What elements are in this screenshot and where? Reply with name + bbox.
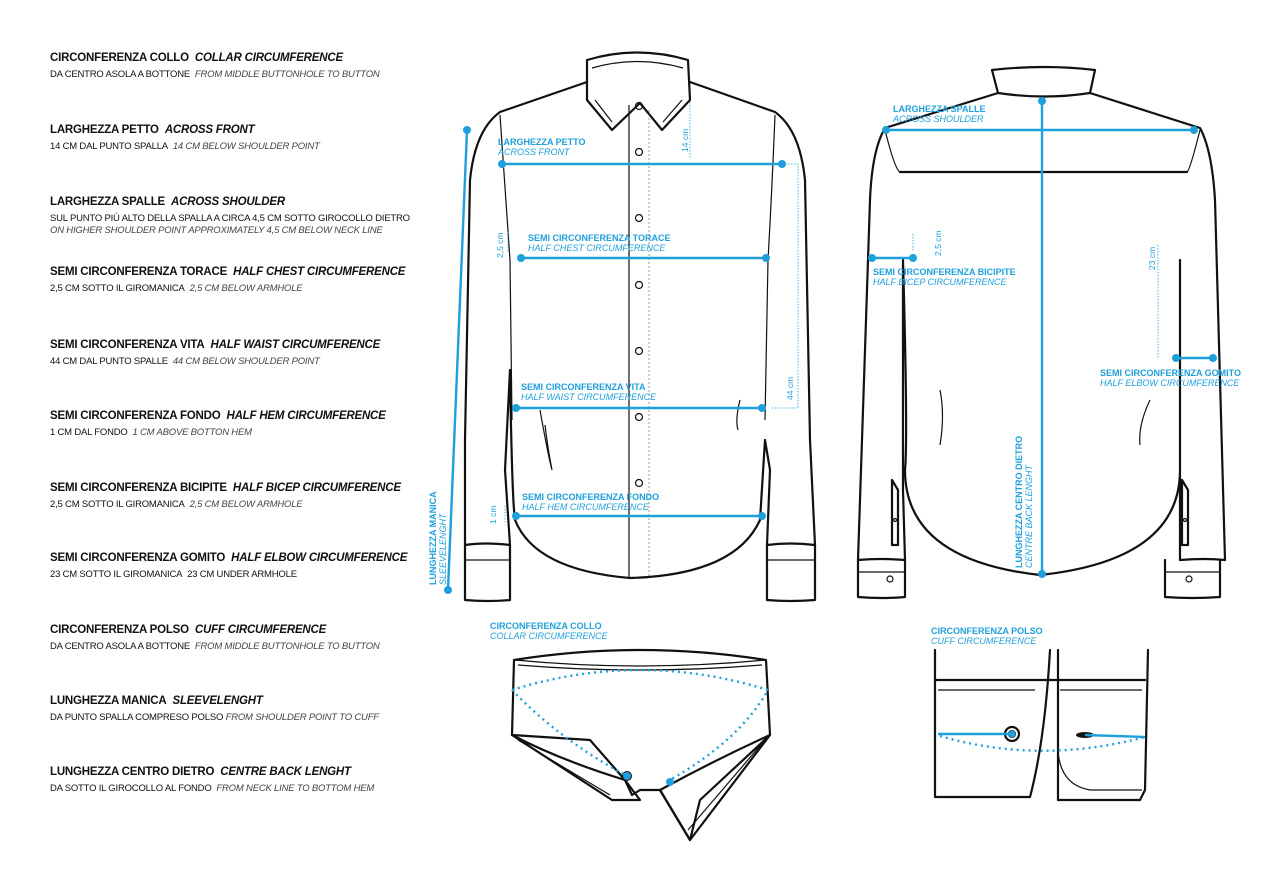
legend-title-en: HALF ELBOW CIRCUMFERENCE <box>231 552 408 564</box>
legend-half-chest: SEMI CIRCONFERENZA TORACE HALF CHEST CIR… <box>50 266 430 294</box>
legend-centre-back: LUNGHEZZA CENTRO DIETRO CENTRE BACK LENG… <box>50 766 430 794</box>
legend-across-shoulder: LARGHEZZA SPALLE ACROSS SHOULDER SUL PUN… <box>50 196 430 236</box>
legend-desc-en: 14 CM BELOW SHOULDER POINT <box>172 141 320 152</box>
label-cuff-en: CUFF CIRCUMFERENCE <box>931 636 1037 646</box>
front-measure-lines <box>444 102 799 594</box>
legend-title-it: LARGHEZZA SPALLE <box>50 196 165 208</box>
legend-desc-en: 2,5 CM BELOW ARMHOLE <box>189 499 303 510</box>
label-across-front-en: ACROSS FRONT <box>497 147 571 157</box>
legend-desc-en: 23 CM UNDER ARMHOLE <box>187 569 297 580</box>
label-sleeve-length-en: SLEEVELENGHT <box>438 512 448 585</box>
legend-title-en: CENTRE BACK LENGHT <box>220 766 351 778</box>
legend-desc-en: FROM SHOULDER POINT TO CUFF <box>225 712 379 723</box>
label-across-shoulder-it: LARGHEZZA SPALLE <box>893 104 986 114</box>
legend-desc-en: 2,5 CM BELOW ARMHOLE <box>189 283 303 294</box>
legend-title-en: COLLAR CIRCUMFERENCE <box>194 52 343 64</box>
legend-desc-en: 1 CM ABOVE BOTTON HEM <box>132 427 253 438</box>
label-across-shoulder-en: ACROSS SHOULDER <box>892 114 984 124</box>
legend-collar: CIRCONFERENZA COLLO COLLAR CIRCUMFERENCE… <box>50 52 430 80</box>
label-half-hem-en: HALF HEM CIRCUMFERENCE <box>522 502 650 512</box>
legend-title-en: HALF CHEST CIRCUMFERENCE <box>233 266 406 278</box>
legend-desc-en: FROM NECK LINE TO BOTTOM HEM <box>216 783 375 794</box>
legend-desc-en: FROM MIDDLE BUTTONHOLE TO BUTTON <box>194 69 380 80</box>
label-half-chest-en: HALF CHEST CIRCUMFERENCE <box>528 243 666 253</box>
legend-desc-it: 2,5 CM SOTTO IL GIROMANICA <box>50 283 185 294</box>
legend-title-en: HALF BICEP CIRCUMFERENCE <box>232 482 401 494</box>
legend-title-it: CIRCONFERENZA COLLO <box>50 52 189 64</box>
label-centre-back-it: LUNGHEZZA CENTRO DIETRO <box>1014 436 1024 568</box>
front-shirt-drawing <box>463 51 817 603</box>
legend-desc-it: 1 CM DAL FONDO <box>50 427 128 438</box>
legend-title-it: SEMI CIRCONFERENZA TORACE <box>50 266 228 278</box>
legend-title-it: SEMI CIRCONFERENZA GOMITO <box>50 552 226 564</box>
legend-title-en: SLEEVELENGHT <box>172 695 263 707</box>
legend-desc-it: DA SOTTO IL GIROCOLLO AL FONDO <box>50 783 212 794</box>
dim-2-5cm-back: 2,5 cm <box>933 230 943 256</box>
legend-title-it: SEMI CIRCONFERENZA BICIPITE <box>50 482 227 494</box>
legend-desc-it: SUL PUNTO PIÙ ALTO DELLA SPALLA A CIRCA … <box>50 213 410 224</box>
legend-half-hem: SEMI CIRCONFERENZA FONDO HALF HEM CIRCUM… <box>50 410 430 438</box>
legend-title-it: CIRCONFERENZA POLSO <box>50 624 189 636</box>
legend-half-bicep: SEMI CIRCONFERENZA BICIPITE HALF BICEP C… <box>50 482 430 510</box>
legend-desc-it: 44 CM DAL PUNTO SPALLE <box>50 356 168 367</box>
label-half-elbow-en: HALF ELBOW CIRCUMFERENCE <box>1100 378 1240 388</box>
label-cuff-it: CIRCONFERENZA POLSO <box>931 626 1043 636</box>
legend-desc-it: DA PUNTO SPALLA COMPRESO POLSO <box>50 712 224 723</box>
legend-title-en: HALF HEM CIRCUMFERENCE <box>226 410 386 422</box>
legend-cuff: CIRCONFERENZA POLSO CUFF CIRCUMFERENCE D… <box>50 624 430 652</box>
legend-desc-en: ON HIGHER SHOULDER POINT APPROXIMATELY 4… <box>50 225 383 236</box>
dim-1cm: 1 cm <box>488 506 498 524</box>
label-half-bicep-en: HALF BICEP CIRCUMFERENCE <box>873 277 1008 287</box>
label-centre-back-en: CENTRE BACK LENGHT <box>1024 463 1034 568</box>
label-half-hem-it: SEMI CIRCONFERENZA FONDO <box>522 492 659 502</box>
legend-title-en: ACROSS FRONT <box>164 124 255 136</box>
legend-desc-it: 23 CM SOTTO IL GIROMANICA <box>50 569 183 580</box>
legend-title-it: LUNGHEZZA MANICA <box>50 695 167 707</box>
dim-2-5cm-front: 2,5 cm <box>495 232 505 258</box>
legend-title-it: SEMI CIRCONFERENZA FONDO <box>50 410 221 422</box>
dim-23cm: 23 cm <box>1147 247 1157 270</box>
label-half-bicep-it: SEMI CIRCONFERENZA BICIPITE <box>873 267 1016 277</box>
label-collar-en: COLLAR CIRCUMFERENCE <box>490 631 609 641</box>
legend-title-it: LARGHEZZA PETTO <box>50 124 159 136</box>
back-shirt-drawing <box>856 65 1227 600</box>
legend-desc-en: 44 CM BELOW SHOULDER POINT <box>172 356 320 367</box>
legend-desc-it: DA CENTRO ASOLA A BOTTONE <box>50 69 191 80</box>
legend-title-en: ACROSS SHOULDER <box>171 196 285 208</box>
dim-14cm: 14 cm <box>680 129 690 152</box>
legend-title-en: CUFF CIRCUMFERENCE <box>194 624 327 636</box>
cuff-drawing <box>933 648 1150 802</box>
legend-desc-en: FROM MIDDLE BUTTONHOLE TO BUTTON <box>194 641 380 652</box>
legend-title-it: SEMI CIRCONFERENZA VITA <box>50 339 205 351</box>
legend-half-waist: SEMI CIRCONFERENZA VITA HALF WAIST CIRCU… <box>50 339 430 367</box>
label-across-front-it: LARGHEZZA PETTO <box>498 137 586 147</box>
label-half-chest-it: SEMI CIRCONFERENZA TORACE <box>528 233 671 243</box>
legend-desc-it: DA CENTRO ASOLA A BOTTONE <box>50 641 191 652</box>
legend-title-en: HALF WAIST CIRCUMFERENCE <box>210 339 381 351</box>
legend-desc-it: 14 CM DAL PUNTO SPALLA <box>50 141 168 152</box>
label-half-waist-en: HALF WAIST CIRCUMFERENCE <box>521 392 657 402</box>
legend-desc-it: 2,5 CM SOTTO IL GIROMANICA <box>50 499 185 510</box>
label-collar-it: CIRCONFERENZA COLLO <box>490 621 602 631</box>
dim-44cm: 44 cm <box>785 377 795 400</box>
legend-across-front: LARGHEZZA PETTO ACROSS FRONT 14 CM DAL P… <box>50 124 430 152</box>
legend-title-it: LUNGHEZZA CENTRO DIETRO <box>50 766 215 778</box>
legend-sleeve-length: LUNGHEZZA MANICA SLEEVELENGHT DA PUNTO S… <box>50 695 430 723</box>
label-half-elbow-it: SEMI CIRCONFERENZA GOMITO <box>1100 368 1241 378</box>
label-half-waist-it: SEMI CIRCONFERENZA VITA <box>521 382 646 392</box>
back-measure-lines <box>868 97 1217 578</box>
label-sleeve-length-it: LUNGHEZZA MANICA <box>428 491 438 585</box>
legend-half-elbow: SEMI CIRCONFERENZA GOMITO HALF ELBOW CIR… <box>50 552 430 580</box>
collar-drawing <box>510 648 772 842</box>
